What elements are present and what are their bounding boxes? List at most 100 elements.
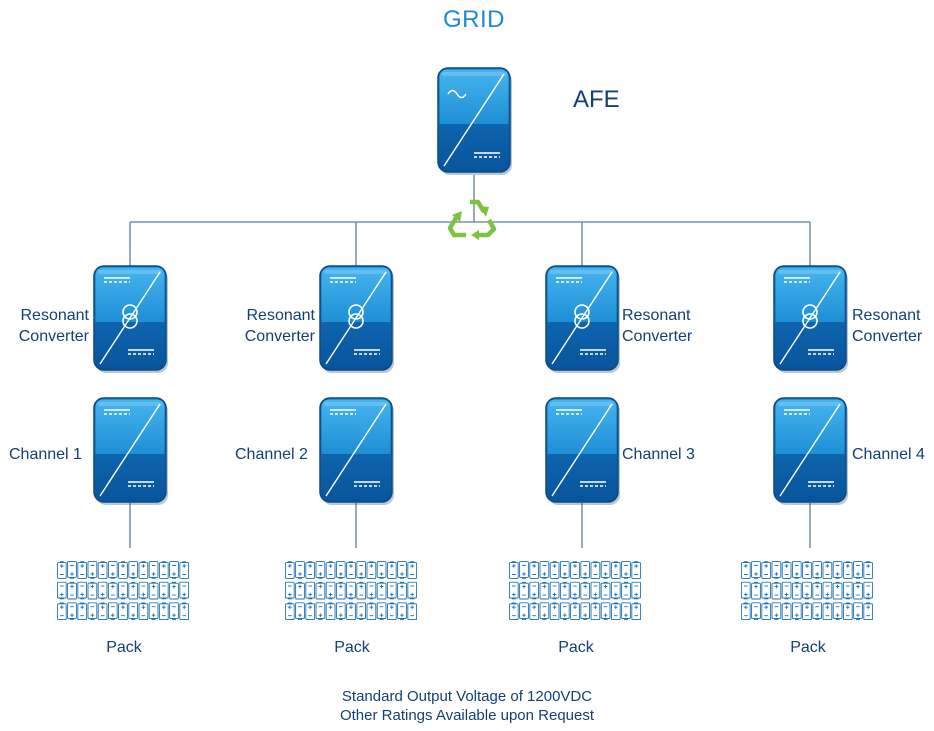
battery-cell-icon [761, 602, 772, 621]
battery-cell-icon [295, 581, 305, 600]
footer-line-1: Standard Output Voltage of 1200VDC [341, 688, 593, 705]
battery-cell-icon [529, 602, 540, 621]
battery-cell-icon [600, 602, 611, 621]
battery-cell-icon [138, 602, 149, 621]
battery-cell-icon [812, 602, 823, 621]
battery-cell-icon [315, 602, 326, 621]
battery-cell-icon [631, 581, 642, 600]
battery-cell-icon [832, 561, 843, 579]
converter-icon [330, 277, 380, 355]
battery-cell-icon [751, 581, 761, 600]
transformer-coil-top-icon [802, 304, 818, 320]
battery-cell-icon [580, 581, 591, 600]
battery-cell-icon [631, 561, 642, 579]
converter-1-label-line1: Resonant [20, 307, 90, 324]
pack-4-label: Pack [790, 639, 826, 656]
converter-4-label-line2: Converter [852, 328, 923, 345]
battery-cell-icon [158, 581, 169, 600]
battery-cell-icon [376, 561, 387, 579]
resonant-converter-4 [773, 265, 848, 373]
converter-3-label-line1: Resonant [622, 307, 691, 324]
battery-pack-4 [740, 561, 874, 621]
battery-cell-icon [179, 581, 190, 600]
battery-cell-icon [335, 602, 346, 621]
pack-2-label: Pack [334, 639, 370, 656]
recycle-arrows-icon [447, 199, 497, 240]
channel-module-3-diagonal [551, 403, 613, 497]
battery-cell-icon [407, 581, 418, 600]
battery-cell-icon [77, 581, 88, 600]
battery-cell-icon [169, 561, 179, 579]
battery-cell-icon [771, 602, 782, 621]
battery-pack-1 [56, 561, 190, 621]
channel-module-1 [93, 397, 168, 505]
battery-cell-icon [631, 602, 642, 621]
battery-cell-icon [305, 581, 316, 600]
battery-cell-icon [549, 581, 560, 600]
battery-cell-icon [128, 561, 139, 579]
battery-cell-icon [610, 581, 621, 600]
battery-cell-icon [842, 581, 853, 600]
battery-cell-icon [590, 561, 601, 579]
battery-cell-icon [356, 581, 367, 600]
channel-2-label: Channel 2 [235, 446, 308, 463]
battery-cell-icon [158, 561, 169, 579]
battery-cell-icon [97, 561, 108, 579]
channel-icon [784, 409, 834, 487]
resonant-converter-2 [319, 265, 394, 373]
battery-cell-icon [376, 602, 387, 621]
packs-layer [56, 561, 874, 621]
grid-label: GRID [443, 6, 505, 33]
battery-cell-icon [781, 581, 792, 600]
battery-cell-icon [570, 581, 580, 600]
battery-cell-icon [366, 561, 377, 579]
battery-cell-icon [346, 602, 356, 621]
resonant-converter-3-top-panel [547, 267, 617, 322]
converter-4-label: Resonant Converter [852, 305, 922, 347]
battery-cell-icon [570, 602, 580, 621]
ac-wave-icon [447, 89, 467, 99]
battery-cell-icon [107, 602, 118, 621]
battery-cell-icon [802, 561, 812, 579]
channel-module-2-top-panel [321, 399, 391, 454]
battery-cell-icon [781, 602, 792, 621]
battery-cell-icon [356, 561, 367, 579]
battery-cell-icon [295, 561, 305, 579]
battery-cell-icon [621, 602, 631, 621]
converter-icon [556, 277, 606, 355]
converter-2-label: Resonant Converter [226, 305, 315, 347]
battery-cell-icon [179, 561, 190, 579]
battery-cell-icon [822, 561, 833, 579]
battery-cell-icon [148, 581, 159, 600]
resonant-converter-1-top-panel [95, 267, 165, 322]
battery-cell-icon [549, 561, 560, 579]
transformer-coil-bottom-icon [802, 313, 818, 329]
battery-cell-icon [610, 561, 621, 579]
battery-cell-icon [539, 602, 550, 621]
battery-cell-icon [67, 561, 77, 579]
battery-cell-icon [356, 602, 367, 621]
battery-cell-icon [305, 602, 316, 621]
battery-cell-icon [386, 561, 397, 579]
battery-cell-icon [549, 602, 560, 621]
battery-cell-icon [802, 602, 812, 621]
battery-cell-icon [366, 581, 377, 600]
resonant-converter-4-top-panel [775, 267, 845, 322]
pack-3-label: Pack [558, 639, 594, 656]
battery-cell-icon [325, 581, 336, 600]
battery-cell-icon [148, 602, 159, 621]
battery-cell-icon [539, 581, 550, 600]
battery-cell-icon [853, 602, 863, 621]
battery-cell-icon [56, 581, 67, 600]
battery-cell-icon [295, 602, 305, 621]
battery-cell-icon [621, 581, 631, 600]
battery-cell-icon [138, 581, 149, 600]
battery-cell-icon [863, 561, 874, 579]
battery-cell-icon [508, 581, 519, 600]
battery-cell-icon [559, 561, 570, 579]
battery-cell-icon [305, 561, 316, 579]
battery-cell-icon [335, 581, 346, 600]
battery-cell-icon [610, 602, 621, 621]
channel-4-label: Channel 4 [852, 446, 925, 463]
battery-cell-icon [386, 581, 397, 600]
